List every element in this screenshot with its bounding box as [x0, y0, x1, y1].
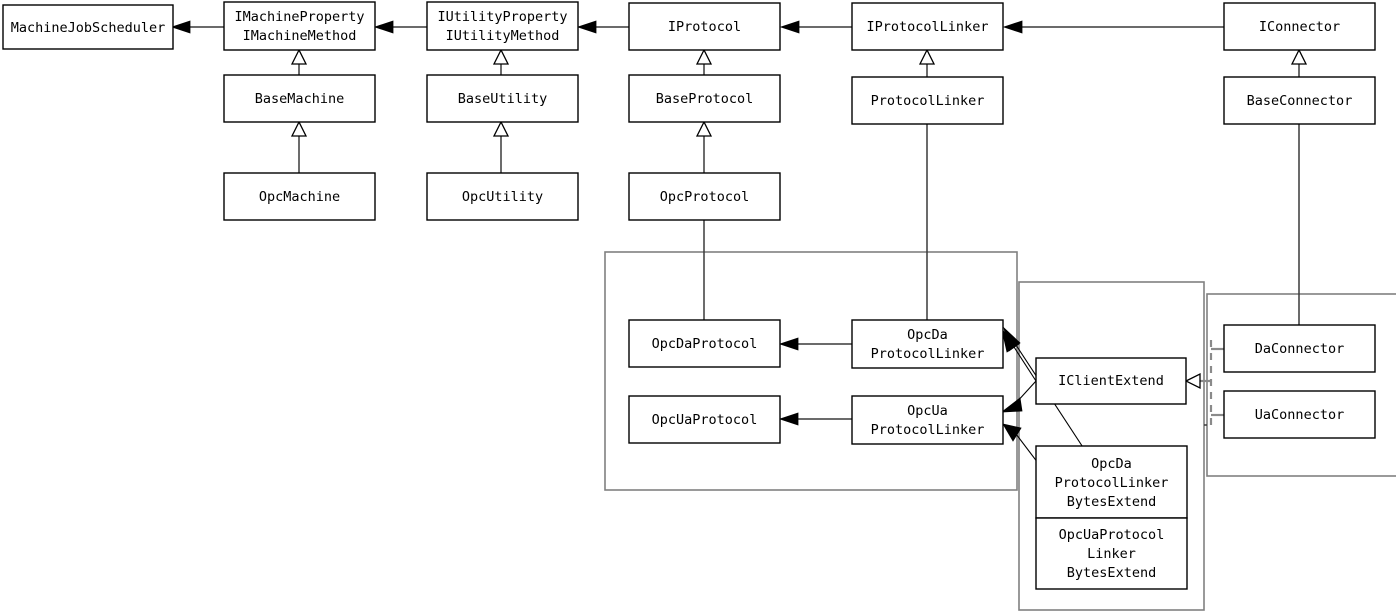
node-label-line1: OpcUaProtocol	[1059, 527, 1165, 543]
group-extend-container	[1018, 281, 1205, 611]
node-opc-utility[interactable]: OpcUtility	[426, 172, 579, 221]
node-label-line2: IUtilityMethod	[446, 28, 560, 44]
edge-basemachine-to-imachineproperty	[290, 48, 308, 75]
node-label: BaseProtocol	[656, 91, 754, 107]
node-opc-da-protocol-linker-bytes-extend[interactable]: OpcDa ProtocolLinker BytesExtend	[1035, 445, 1188, 519]
node-label-line1: IMachineProperty	[234, 9, 364, 25]
edge-opcprotocol-to-baseprotocol	[695, 120, 713, 173]
node-base-machine[interactable]: BaseMachine	[223, 74, 376, 123]
node-label-line2: Linker	[1087, 546, 1136, 562]
node-label-line1: OpcDa	[1091, 456, 1132, 472]
node-label: IProtocolLinker	[867, 19, 989, 35]
node-label-line1: OpcDa	[907, 327, 948, 343]
node-iprotocol-linker[interactable]: IProtocolLinker	[851, 2, 1004, 51]
edge-iprotocollinker-to-iprotocol	[779, 20, 852, 34]
node-opc-ua-protocol-linker-bytes-extend[interactable]: OpcUaProtocol Linker BytesExtend	[1035, 517, 1188, 590]
node-iconnector[interactable]: IConnector	[1223, 2, 1376, 51]
node-label: BaseMachine	[255, 91, 344, 107]
node-opc-protocol[interactable]: OpcProtocol	[628, 172, 781, 221]
node-label-line2: ProtocolLinker	[871, 346, 985, 362]
edge-protocollinker-to-iprotocollinker	[918, 48, 936, 77]
node-label: ProtocolLinker	[871, 93, 985, 109]
node-label-line3: BytesExtend	[1067, 565, 1156, 581]
edge-iutilityproperty-to-imachineproperty	[373, 20, 427, 34]
node-opc-machine[interactable]: OpcMachine	[223, 172, 376, 221]
edge-baseutility-to-iutilityproperty	[492, 48, 510, 75]
edge-opcutility-to-baseutility	[492, 120, 510, 173]
edge-opcdaprotocollinker-to-opcdaprotocol	[778, 337, 852, 351]
edge-iconnector-to-iprotocollinker	[1002, 20, 1224, 34]
node-label-line2: IMachineMethod	[243, 28, 357, 44]
node-base-protocol[interactable]: BaseProtocol	[628, 74, 781, 123]
node-label: UaConnector	[1255, 407, 1344, 423]
node-label: OpcUaProtocol	[652, 412, 758, 428]
node-label-line1: IUtilityProperty	[437, 9, 567, 25]
node-ua-connector[interactable]: UaConnector	[1223, 390, 1376, 439]
node-da-connector[interactable]: DaConnector	[1223, 324, 1376, 373]
node-label: IConnector	[1259, 19, 1340, 35]
node-label: IClientExtend	[1058, 373, 1164, 389]
node-label: DaConnector	[1255, 341, 1344, 357]
edge-opcuaprotocollinker-to-opcuaprotocol	[778, 412, 852, 426]
node-label-line2: ProtocolLinker	[1055, 475, 1169, 491]
node-label: OpcDaProtocol	[652, 336, 758, 352]
node-base-utility[interactable]: BaseUtility	[426, 74, 579, 123]
node-opc-ua-protocol[interactable]: OpcUaProtocol	[628, 395, 781, 444]
node-label: OpcProtocol	[660, 189, 749, 205]
edge-baseconnector-to-iconnector	[1290, 48, 1308, 77]
node-machine-job-scheduler[interactable]: MachineJobScheduler	[2, 4, 174, 50]
node-opc-da-protocol-linker[interactable]: OpcDa ProtocolLinker	[851, 319, 1004, 369]
node-iutility-property[interactable]: IUtilityProperty IUtilityMethod	[426, 1, 579, 51]
node-iprotocol[interactable]: IProtocol	[628, 2, 781, 51]
edge-imachineproperty-to-machinejobscheduler	[170, 20, 224, 34]
edge-iprotocol-to-iutilityproperty	[576, 20, 629, 34]
node-label: OpcUtility	[462, 189, 543, 205]
node-label: BaseConnector	[1247, 93, 1353, 109]
edge-iclientextend-to-opcuaprotocollinker	[1000, 380, 1037, 413]
node-protocol-linker[interactable]: ProtocolLinker	[851, 76, 1004, 125]
node-base-connector[interactable]: BaseConnector	[1223, 76, 1376, 125]
group-protocol-container	[604, 251, 1018, 491]
node-label: MachineJobScheduler	[11, 20, 165, 36]
node-label-line1: OpcUa	[907, 403, 948, 419]
edge-connectors-realize-iclientextend	[1184, 340, 1224, 425]
node-imachine-property[interactable]: IMachineProperty IMachineMethod	[223, 1, 376, 51]
node-opc-da-protocol[interactable]: OpcDaProtocol	[628, 319, 781, 368]
group-connector-container	[1206, 293, 1396, 477]
node-label-line3: BytesExtend	[1067, 494, 1156, 510]
node-opc-ua-protocol-linker[interactable]: OpcUa ProtocolLinker	[851, 395, 1004, 445]
edge-baseprotocol-to-iprotocol	[695, 48, 713, 75]
node-iclient-extend[interactable]: IClientExtend	[1035, 357, 1187, 405]
edge-opcmachine-to-basemachine	[290, 120, 308, 173]
node-label-line2: ProtocolLinker	[871, 422, 985, 438]
node-label: BaseUtility	[458, 91, 547, 107]
node-label: IProtocol	[668, 19, 741, 35]
node-label: OpcMachine	[259, 189, 340, 205]
